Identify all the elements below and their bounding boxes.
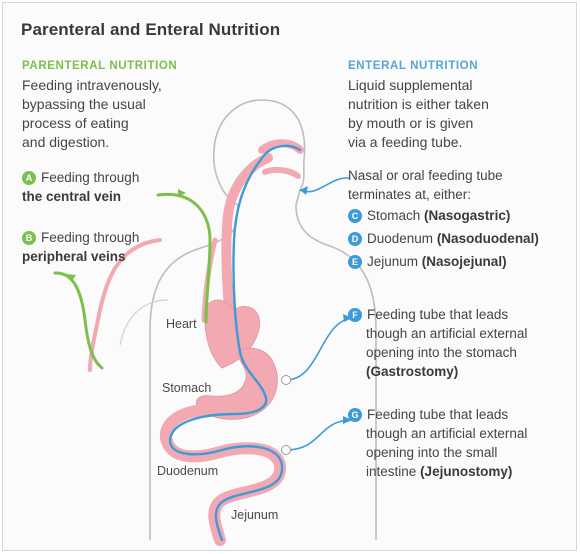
enteral-nasal-line [300, 178, 350, 192]
tube-intro: Nasal or oral feeding tube terminates at… [348, 166, 503, 204]
enteral-line: nutrition is either taken [348, 95, 568, 114]
parenteral-heading: PARENTERAL NUTRITION [22, 60, 177, 72]
organ-label-jejunum: Jejunum [231, 508, 278, 522]
jejunostomy-port [282, 446, 291, 455]
oral-cavity [265, 170, 298, 176]
peripheral-veins-term: peripheral veins [22, 249, 126, 264]
peripheral-vein-line [55, 273, 102, 368]
gastrostomy-line [286, 318, 352, 380]
gastrostomy-term: (Gastrostomy) [366, 364, 458, 379]
badge-d: D [348, 232, 362, 246]
badge-f: F [348, 308, 362, 322]
badge-e: E [348, 255, 362, 269]
organ-label-heart: Heart [166, 317, 197, 331]
parenteral-line: and digestion. [22, 133, 222, 152]
central-vein-line [158, 194, 210, 322]
parenteral-line: Feeding intravenously, [22, 76, 222, 95]
enteral-line: by mouth or is given [348, 114, 568, 133]
parenteral-description: Feeding intravenously, bypassing the usu… [22, 76, 222, 152]
organ-label-duodenum: Duodenum [157, 464, 218, 478]
jejunostomy-term: (Jejunostomy) [420, 464, 512, 479]
badge-a: A [22, 171, 36, 185]
parenteral-line: process of eating [22, 114, 222, 133]
diagram-title: Parenteral and Enteral Nutrition [21, 20, 280, 40]
enteral-line: Liquid supplemental [348, 76, 568, 95]
central-vein-term: the central vein [22, 189, 121, 204]
organ-label-stomach: Stomach [162, 381, 211, 395]
badge-g: G [348, 408, 362, 422]
badge-c: C [348, 209, 362, 223]
enteral-description: Liquid supplemental nutrition is either … [348, 76, 568, 152]
badge-b: B [22, 231, 36, 245]
gastrostomy-port [282, 376, 291, 385]
jejunostomy-line [286, 420, 352, 450]
parenteral-line: bypassing the usual [22, 95, 222, 114]
enteral-heading: ENTERAL NUTRITION [348, 60, 478, 72]
enteral-line: via a feeding tube. [348, 133, 568, 152]
left-arm-outline [120, 300, 168, 345]
